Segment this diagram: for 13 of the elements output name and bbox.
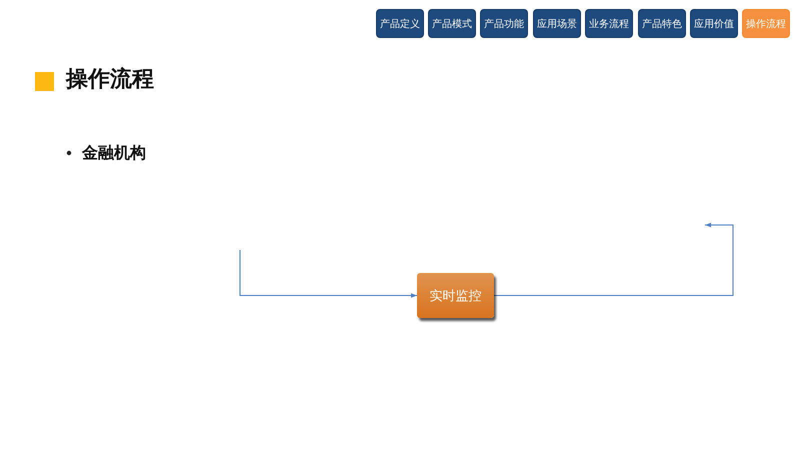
page-title: 操作流程	[66, 66, 154, 94]
nav-tab: 产品定义	[376, 9, 424, 38]
nav-tab: 应用价值	[690, 9, 738, 38]
bullet-text: 金融机构	[82, 143, 146, 163]
nav-tab: 应用场景	[533, 9, 581, 38]
nav-tab: 产品功能	[480, 9, 528, 38]
connector-arrow	[494, 222, 734, 296]
nav-tab: 业务流程	[585, 9, 633, 38]
process-box: 实时监控	[417, 273, 494, 318]
nav-tab: 操作流程	[742, 9, 790, 38]
nav-tab: 产品特色	[638, 9, 686, 38]
nav-tab: 产品模式	[428, 9, 476, 38]
connector-arrow	[240, 250, 418, 298]
